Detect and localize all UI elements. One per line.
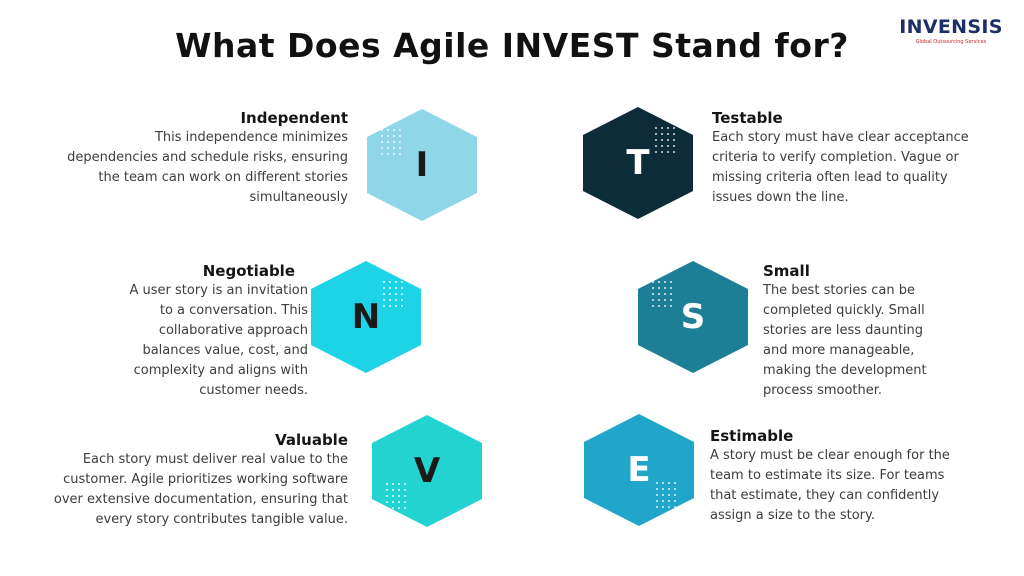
invensis-logo: INVENSIS Global Outsourcing Services <box>898 16 1004 46</box>
desc-line: issues down the line. <box>712 190 849 205</box>
negotiable-block: Negotiable A user story is an invitation… <box>60 261 308 401</box>
desc-line: dependencies and schedule risks, ensurin… <box>67 150 348 165</box>
small-heading: Small <box>763 262 810 280</box>
desc-line: customer. Agile prioritizes working soft… <box>63 472 348 487</box>
hexagon-i: I <box>367 109 477 221</box>
hexagon-letter-e: E <box>627 450 651 490</box>
desc-line: balances value, cost, and <box>142 343 308 358</box>
desc-line: completed quickly. Small <box>763 303 925 318</box>
desc-line: The best stories can be <box>763 283 915 298</box>
desc-line: Each story must deliver real value to th… <box>82 452 348 467</box>
valuable-description: Each story must deliver real value to th… <box>12 450 348 530</box>
logo-tagline: Global Outsourcing Services <box>915 39 987 45</box>
independent-block: Independent This independence minimizes … <box>20 108 348 208</box>
hexagon-t: T <box>583 107 693 219</box>
testable-block: Testable Each story must have clear acce… <box>712 108 1012 208</box>
desc-line: collaborative approach <box>158 323 308 338</box>
independent-heading: Independent <box>240 109 348 127</box>
small-description: The best stories can be completed quickl… <box>763 281 1003 401</box>
hexagon-letter-i: I <box>415 145 429 185</box>
page-title: What Does Agile INVEST Stand for? <box>175 26 849 65</box>
desc-line: A story must be clear enough for the <box>710 448 950 463</box>
negotiable-description: A user story is an invitation to a conve… <box>60 281 308 401</box>
desc-line: This independence minimizes <box>154 130 348 145</box>
hexagon-letter-v: V <box>413 451 441 491</box>
valuable-block: Valuable Each story must deliver real va… <box>12 430 348 530</box>
small-block: Small The best stories can be completed … <box>763 261 1003 401</box>
independent-description: This independence minimizes dependencies… <box>20 128 348 208</box>
estimable-heading: Estimable <box>710 427 794 445</box>
desc-line: that estimate, they can confidently <box>710 488 940 503</box>
desc-line: complexity and aligns with <box>133 363 308 378</box>
hexagon-s: S <box>638 261 748 373</box>
testable-heading: Testable <box>712 109 783 127</box>
desc-line: making the development <box>763 363 927 378</box>
desc-line: the team can work on different stories <box>98 170 348 185</box>
hexagon-e: E <box>584 414 694 526</box>
estimable-block: Estimable A story must be clear enough f… <box>710 426 1010 526</box>
estimable-description: A story must be clear enough for the tea… <box>710 446 1010 526</box>
logo-wordmark: INVENSIS <box>899 16 1003 38</box>
hexagon-v: V <box>372 415 482 527</box>
desc-line: criteria to verify completion. Vague or <box>712 150 959 165</box>
hexagon-letter-s: S <box>680 297 706 337</box>
desc-line: every story contributes tangible value. <box>95 512 348 527</box>
desc-line: customer needs. <box>199 383 308 398</box>
hexagon-n: N <box>311 261 421 373</box>
desc-line: missing criteria often lead to quality <box>712 170 948 185</box>
desc-line: over extensive documentation, ensuring t… <box>53 492 348 507</box>
desc-line: assign a size to the story. <box>710 508 875 523</box>
testable-description: Each story must have clear acceptance cr… <box>712 128 1012 208</box>
desc-line: A user story is an invitation <box>129 283 308 298</box>
valuable-heading: Valuable <box>275 431 348 449</box>
desc-line: process smoother. <box>763 383 883 398</box>
hexagon-letter-n: N <box>351 297 381 337</box>
desc-line: stories are less daunting <box>763 323 924 338</box>
desc-line: simultaneously <box>249 190 348 205</box>
negotiable-heading: Negotiable <box>202 262 295 280</box>
desc-line: Each story must have clear acceptance <box>712 130 969 145</box>
desc-line: team to estimate its size. For teams <box>710 468 945 483</box>
hexagon-letter-t: T <box>626 143 650 183</box>
desc-line: and more manageable, <box>763 343 915 358</box>
desc-line: to a conversation. This <box>159 303 308 318</box>
